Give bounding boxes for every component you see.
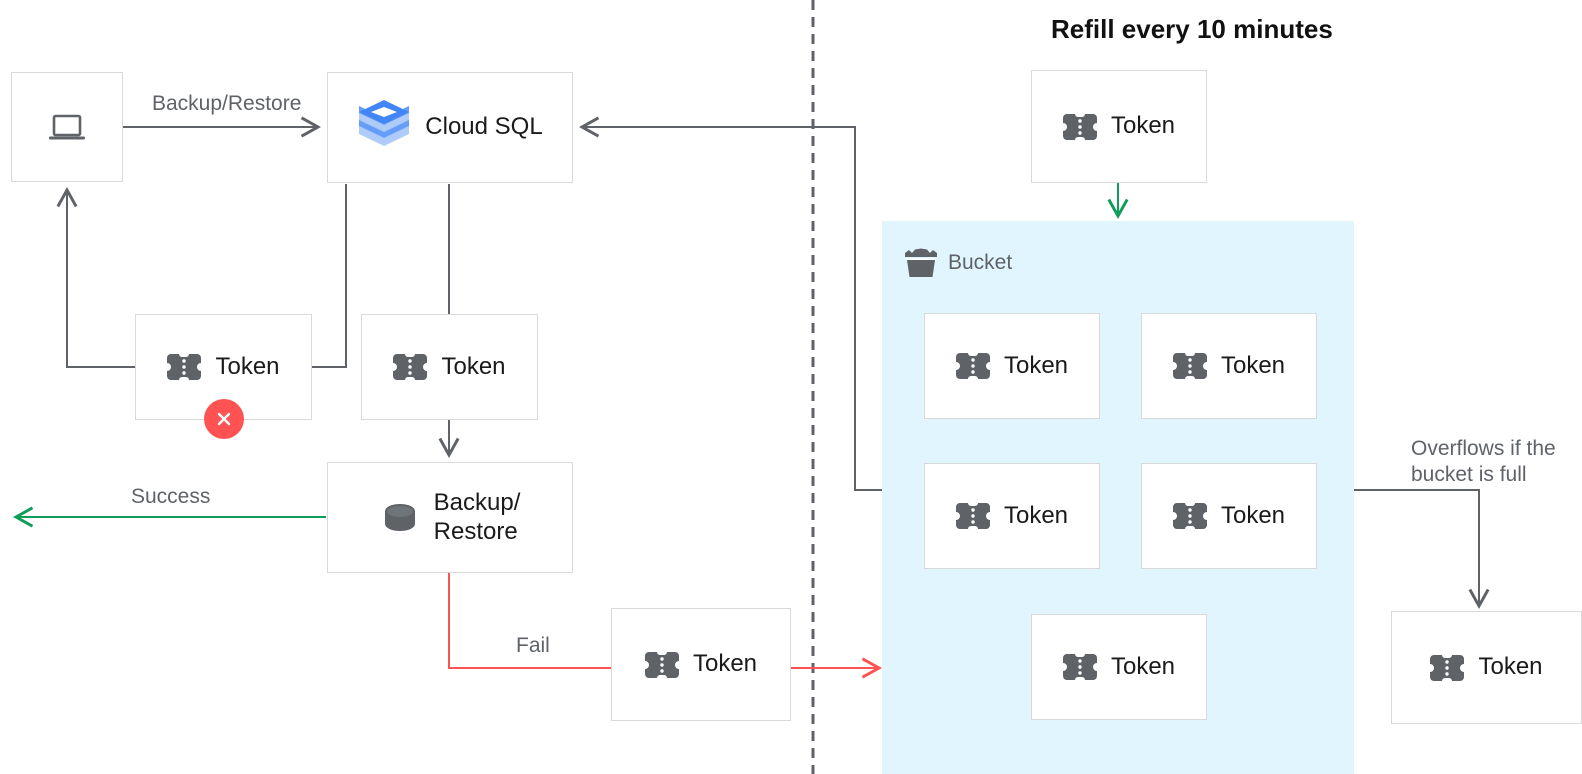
- page-title: Refill every 10 minutes: [1051, 14, 1333, 44]
- edge-cloudsql-to-token-client: [312, 184, 347, 368]
- edge-label-overflow: Overflows if the bucket is full: [1411, 437, 1556, 487]
- bucket-token-2-label: Token: [1003, 501, 1069, 529]
- bucket-token-0[interactable]: Token: [924, 313, 1100, 419]
- bucket-token-0-label: Token: [1003, 351, 1069, 379]
- cloud-sql-label: Cloud SQL: [425, 113, 543, 141]
- edge-label-fail: Fail: [516, 634, 550, 657]
- client-node[interactable]: [11, 72, 123, 182]
- bucket-token-4[interactable]: Token: [1031, 614, 1207, 720]
- token-sql-label: Token: [441, 352, 506, 380]
- backup-restore-node[interactable]: Backup/ Restore: [327, 462, 573, 573]
- token-icon: [955, 353, 990, 379]
- token-overflow-node[interactable]: Token: [1391, 611, 1582, 724]
- bucket-token-3-label: Token: [1220, 501, 1286, 529]
- token-icon: [1062, 654, 1097, 680]
- edge-bucket-overflow: [1354, 489, 1490, 610]
- token-fail-node[interactable]: Token: [611, 608, 791, 721]
- edge-token-to-client: [56, 186, 135, 368]
- token-icon: [393, 354, 428, 380]
- bucket-header: Bucket: [904, 248, 1012, 278]
- bucket-token-4-label: Token: [1110, 652, 1176, 680]
- bucket-token-2[interactable]: Token: [924, 463, 1100, 569]
- token-overflow-label: Token: [1478, 653, 1543, 681]
- token-icon: [1062, 113, 1097, 140]
- token-sql-node[interactable]: Token: [361, 314, 538, 420]
- token-icon: [167, 354, 202, 380]
- error-x-badge: [204, 399, 244, 439]
- bucket-icon: [904, 248, 938, 278]
- bucket-title-label: Bucket: [948, 251, 1013, 274]
- token-icon: [1430, 654, 1465, 681]
- token-icon: [1172, 353, 1207, 379]
- token-client-label: Token: [215, 352, 280, 380]
- bucket-token-1[interactable]: Token: [1141, 313, 1317, 419]
- database-icon: [380, 502, 420, 534]
- edge-label-success: Success: [131, 485, 211, 508]
- laptop-icon: [47, 111, 87, 143]
- edge-label-backup-restore: Backup/Restore: [152, 92, 302, 115]
- bucket-token-3[interactable]: Token: [1141, 463, 1317, 569]
- bucket-token-1-label: Token: [1220, 351, 1286, 379]
- backup-restore-label: Backup/ Restore: [433, 489, 521, 545]
- token-icon: [644, 651, 679, 678]
- cloud-sql-node[interactable]: Cloud SQL: [327, 72, 573, 183]
- bucket-region: Bucket Token: [882, 221, 1354, 774]
- token-icon: [955, 503, 990, 529]
- edge-bucket-to-cloudsql: [578, 116, 882, 491]
- token-refill-label: Token: [1110, 112, 1176, 140]
- token-icon: [1172, 503, 1207, 529]
- token-refill-node[interactable]: Token: [1031, 70, 1207, 183]
- cloud-sql-logo: [357, 98, 411, 158]
- token-fail-label: Token: [692, 650, 758, 678]
